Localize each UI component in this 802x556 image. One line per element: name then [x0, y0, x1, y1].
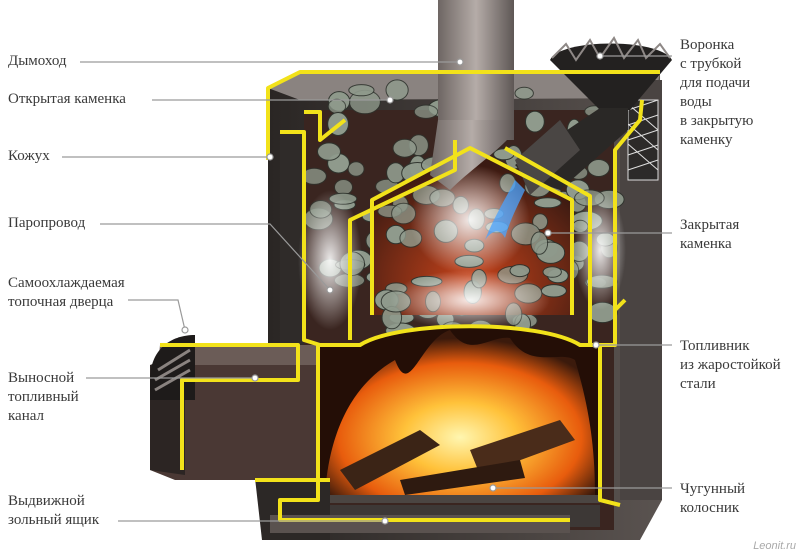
stone — [348, 84, 375, 97]
cutaway-outline — [160, 70, 660, 522]
stone — [347, 161, 365, 177]
label-casing: Кожух — [8, 148, 50, 164]
watermark: Leonit.ru — [753, 540, 796, 552]
label-self-cooling-door: Самоохлаждаемая топочная дверца — [8, 275, 125, 310]
stone — [532, 213, 549, 231]
label-remote-fuel-channel: Выносной топливный канал — [8, 370, 79, 424]
label-closed-heater: Закрытая каменка — [680, 217, 740, 252]
stone — [542, 266, 562, 278]
mesh-panel — [627, 99, 659, 181]
stone — [413, 104, 439, 119]
stone — [587, 159, 610, 177]
leader-lines — [62, 52, 672, 525]
label-grate: Чугунный колосник — [680, 481, 746, 516]
stone — [317, 142, 341, 161]
stone — [530, 231, 549, 255]
stone — [385, 79, 409, 101]
label-chimney: Дымоход — [8, 53, 67, 69]
stone — [525, 110, 545, 133]
stone — [514, 86, 534, 100]
stone — [301, 167, 327, 185]
stone — [327, 98, 347, 115]
label-steam-duct: Паропровод — [8, 215, 86, 231]
label-open-heater: Открытая каменка — [8, 91, 126, 107]
stone — [533, 197, 562, 209]
label-funnel: Воронка с трубкой для подачи воды в закр… — [680, 37, 754, 148]
label-ash-drawer: Выдвижной зольный ящик — [8, 493, 100, 528]
label-firebox: Топливник из жаростойкой стали — [680, 338, 781, 392]
firebox — [318, 326, 600, 495]
stone — [392, 138, 417, 158]
water-jet — [485, 180, 525, 240]
